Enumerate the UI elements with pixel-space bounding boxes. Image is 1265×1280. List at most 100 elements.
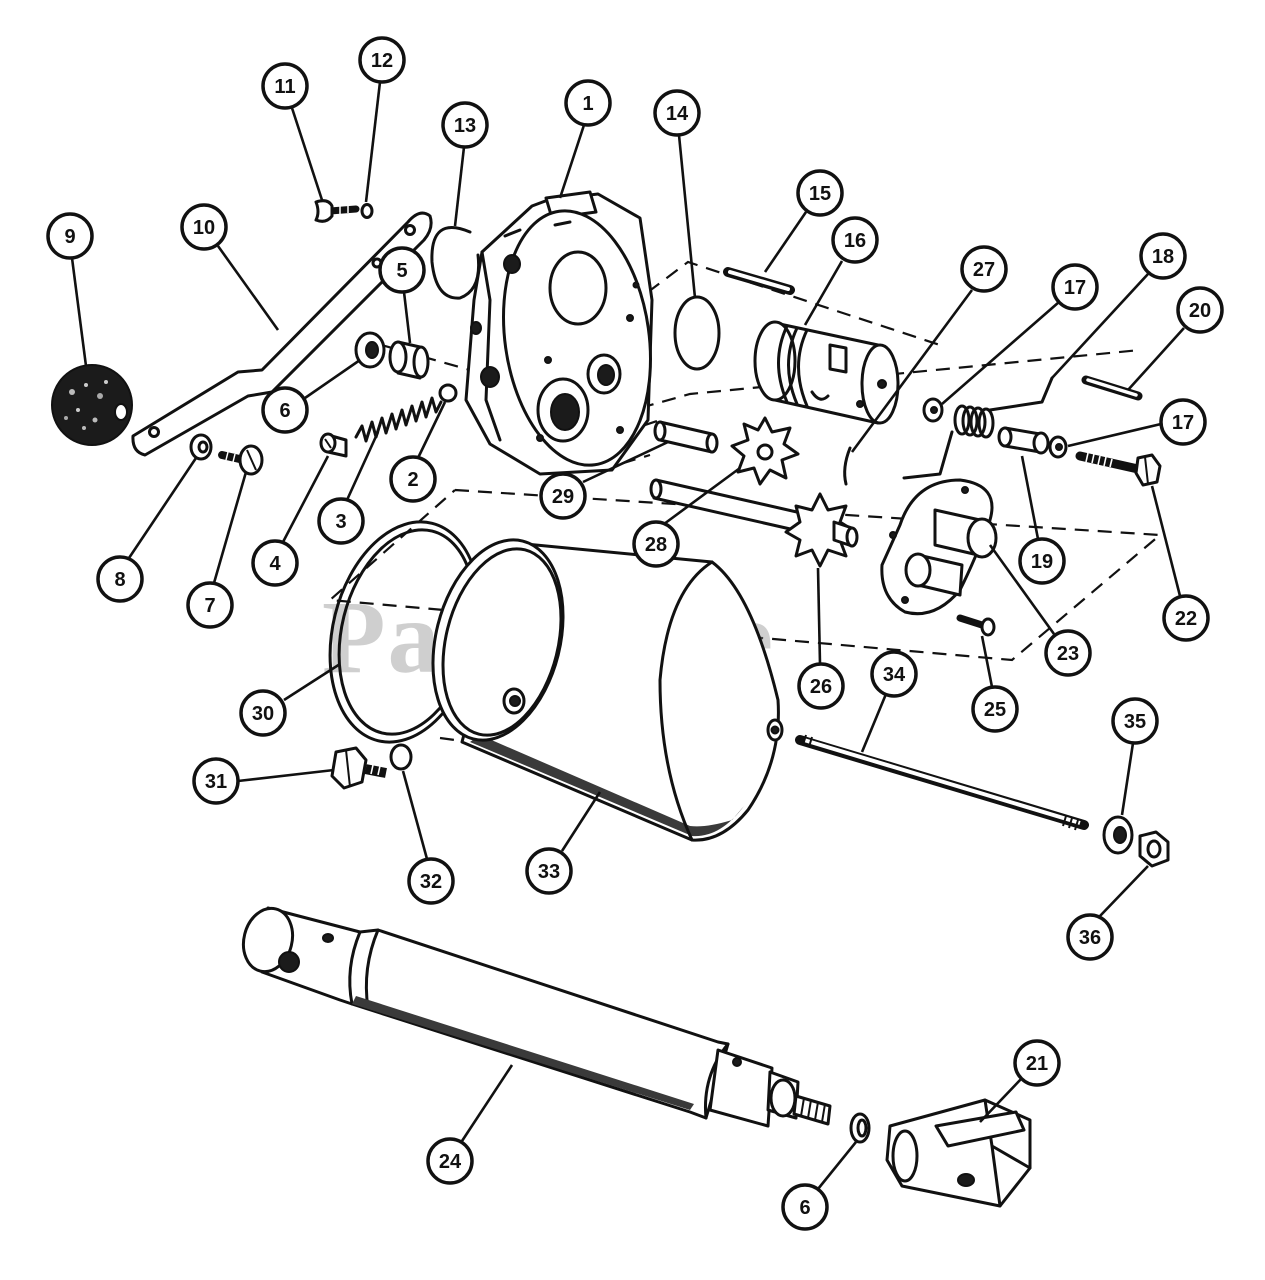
part-drain-plug-shape [377, 765, 381, 776]
leader-lines-shape [816, 1141, 858, 1190]
part-washer [354, 331, 386, 369]
part-housing [464, 190, 654, 476]
part-bolt-shape [1103, 456, 1107, 467]
callout-18-shape [1139, 232, 1187, 280]
callout-11-shape [261, 62, 309, 110]
callout-10-shape [180, 203, 228, 251]
part-washer-lower [1048, 435, 1068, 459]
part-spring [354, 396, 443, 443]
part-reservoir-shape [470, 735, 744, 837]
callout-27-shape [960, 245, 1008, 293]
callout-12-shape [358, 36, 406, 84]
callout-21: 21 [1013, 1039, 1061, 1087]
part-washer-lower-shape [1055, 443, 1063, 451]
part-ram-cylinder-shape [348, 930, 362, 1006]
part-snap-ring [430, 226, 481, 300]
leader-lines-shape [988, 544, 1056, 635]
part-bolt-shape [1075, 451, 1143, 474]
callout-21-shape [1013, 1039, 1061, 1087]
part-washer-small-shape [197, 440, 209, 454]
part-torsion-spring-shape [988, 376, 1054, 412]
part-rod-washer [1102, 815, 1134, 855]
part-housing-shape [470, 321, 482, 335]
part-tie-rod-shape [1062, 815, 1067, 827]
callout-label: 22 [1175, 608, 1197, 630]
part-bolt-shape [1109, 458, 1113, 468]
callout-label: 25 [984, 699, 1006, 721]
part-small-ring-shape [360, 203, 374, 219]
part-screw-small-shape [956, 614, 986, 629]
callout-17: 17 [1051, 263, 1099, 311]
part-housing-shape [480, 250, 502, 442]
part-washer-upper [922, 397, 944, 423]
part-ball [438, 383, 458, 403]
part-pin-right [1081, 375, 1143, 401]
callout-label: 13 [454, 115, 476, 137]
callout-32-shape [407, 857, 455, 905]
part-knob-shape [84, 383, 88, 387]
assembly-dashed-lines-shape [647, 260, 941, 347]
leader-lines-shape [941, 301, 1060, 405]
callout-label: 7 [204, 595, 215, 617]
leader-lines-shape [216, 245, 280, 331]
callout-label: 16 [844, 230, 866, 252]
callout-25: 25 [971, 685, 1019, 733]
part-set-screw-shape [324, 438, 332, 449]
callout-label: 18 [1152, 246, 1174, 268]
part-o-ring [673, 295, 721, 371]
callout-label: 2 [407, 469, 418, 491]
callout-13: 13 [441, 101, 489, 149]
callout-8-shape [96, 555, 144, 603]
callouts: 1 2 3 4 5 6 6 7 8 9 10 11 12 13 14 15 16… [46, 36, 1224, 1231]
part-plug-seal-ring-shape [389, 743, 413, 771]
callout-label: 19 [1031, 551, 1053, 573]
leader-lines-shape [980, 635, 994, 688]
callout-26: 26 [797, 662, 845, 710]
callout-34-shape [870, 650, 918, 698]
part-bushing [388, 340, 430, 380]
part-reservoir [431, 538, 784, 842]
part-wing-screw-shape [314, 199, 334, 223]
callout-20-shape [1176, 286, 1224, 334]
part-torsion-spring [902, 376, 1054, 480]
callout-label: 15 [809, 183, 831, 205]
part-tie-rod-shape [808, 736, 813, 748]
callout-label: 4 [269, 553, 281, 575]
part-knob-shape [69, 389, 75, 395]
leader-lines-shape [677, 134, 697, 299]
part-drain-plug-shape [345, 749, 351, 788]
part-washer-shape [365, 341, 379, 359]
part-screw-shape [246, 449, 257, 471]
part-pin-upper-shape [728, 270, 790, 291]
callout-5-shape [378, 246, 426, 294]
part-tie-rod [795, 734, 1089, 831]
callout-15-shape [796, 169, 844, 217]
callout-label: 9 [64, 226, 75, 248]
part-housing-shape [503, 254, 521, 274]
part-cover-plate-shape [961, 486, 969, 494]
leader-lines-shape [816, 567, 822, 665]
leader-lines-shape [1020, 455, 1040, 540]
callout-14: 14 [653, 89, 701, 137]
part-tie-rod-shape [1074, 819, 1079, 831]
callout-label: 31 [205, 771, 227, 793]
leader-lines-shape [283, 662, 341, 702]
callout-16: 16 [831, 216, 879, 264]
part-housing-shape [536, 434, 544, 442]
part-knob-shape [82, 426, 86, 430]
callout-label: 33 [538, 861, 560, 883]
leader-lines-shape [416, 401, 447, 459]
callout-33-shape [525, 847, 573, 895]
part-cover-plate-shape [889, 531, 897, 539]
callout-22-shape [1162, 594, 1210, 642]
part-housing-shape [632, 281, 640, 289]
callout-30-shape [239, 689, 287, 737]
part-knob-shape [64, 416, 68, 420]
callout-label: 20 [1189, 300, 1211, 322]
part-reservoir-shape [441, 547, 563, 737]
callout-23-shape [1044, 629, 1092, 677]
leader-lines-shape [212, 471, 248, 584]
callout-31: 31 [192, 757, 240, 805]
part-snap-ring-shape [430, 226, 481, 300]
callout-13-shape [441, 101, 489, 149]
